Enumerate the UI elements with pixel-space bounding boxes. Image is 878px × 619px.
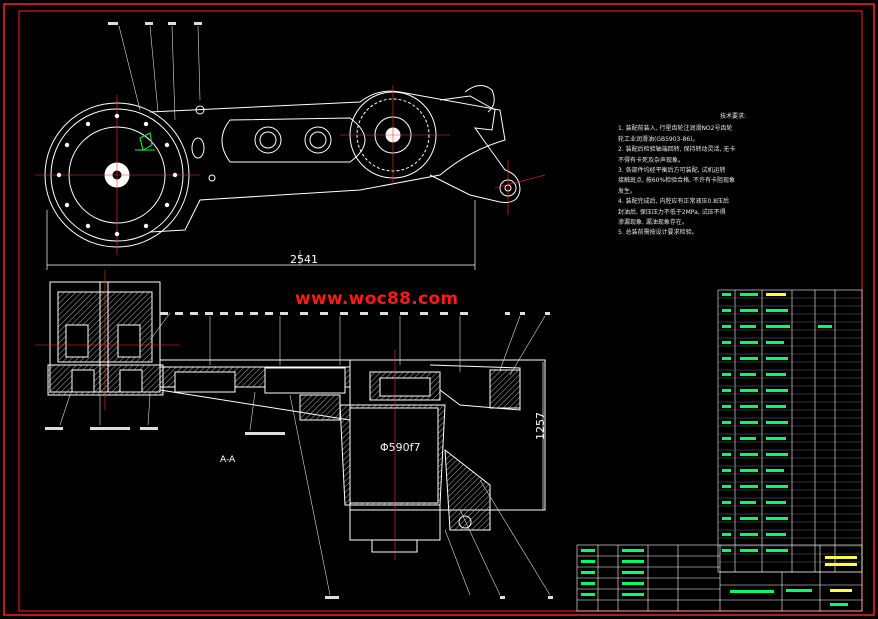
dimension-length: 2541 xyxy=(290,253,318,266)
parts-list xyxy=(717,289,863,573)
dimension-diameter: Φ590f7 xyxy=(380,441,421,454)
drum-bolt-ring xyxy=(56,113,178,237)
balloon-labels xyxy=(45,22,553,599)
watermark: www.woc88.com xyxy=(295,289,459,309)
note-line: 1. 装配前装入, 行星齿轮注润滑NO2号齿轮 xyxy=(618,125,733,133)
note-line: 4. 装配完成后, 内腔应有正常液压0.8压后 xyxy=(618,198,729,206)
top-view xyxy=(35,25,546,270)
note-line: 不得有卡死及杂声现象。 xyxy=(618,156,685,164)
note-line: 3. 各部件均经平衡后方可装配, 试机运转 xyxy=(618,167,726,175)
outer-border xyxy=(3,3,875,616)
section-view xyxy=(35,270,551,596)
note-line: 轮工业润滑油(GB5903-86)。 xyxy=(618,135,699,143)
note-line: 5. 总装前需按设计要求检验。 xyxy=(618,229,698,237)
note-line: 2. 装配后检验轴端回转, 保持转动灵活, 无卡 xyxy=(618,146,736,154)
note-line: 发生。 xyxy=(618,187,637,195)
note-line: 接触斑点, 按60%检验合格, 不许有卡阻现象 xyxy=(618,177,735,185)
title-block xyxy=(576,544,863,612)
section-label: A-A xyxy=(220,455,236,465)
technical-notes: 技术要求: 1. 装配前装入, 行星齿轮注润滑NO2号齿轮 轮工业润滑油(GB5… xyxy=(618,112,818,239)
dimension-height: 1257 xyxy=(534,412,547,440)
technical-notes-title: 技术要求: xyxy=(719,113,747,120)
note-line: 封油后, 保压压力不低于2MPa, 试压不得 xyxy=(618,208,726,216)
note-line: 渗漏现象, 漏油现象存在。 xyxy=(618,219,688,227)
